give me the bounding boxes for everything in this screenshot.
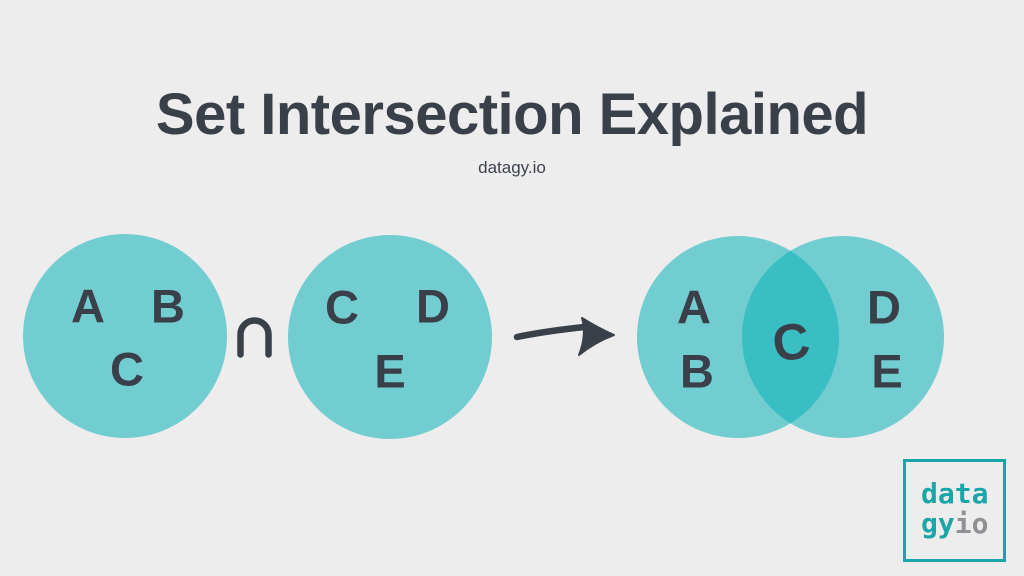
venn-left-element: B (680, 344, 714, 398)
intersection-operator-icon (237, 317, 272, 358)
logo-line1: data (921, 477, 989, 510)
venn-left-element: A (677, 280, 711, 334)
set-a-circle (23, 234, 227, 438)
set-a-element: A (71, 279, 105, 333)
venn-right-circle (742, 236, 944, 438)
arrow-right-icon (513, 317, 615, 356)
site-credit: datagy.io (478, 158, 546, 177)
page-title: Set Intersection Explained (155, 82, 869, 147)
venn-right-element: E (871, 344, 903, 398)
set-b-element: C (325, 280, 359, 334)
logo-line2-muted: io (954, 507, 989, 540)
logo-line2-accent: gy (921, 507, 955, 540)
venn-intersection-element: C (768, 311, 814, 373)
set-b-element: D (416, 279, 450, 333)
set-a-element: C (110, 342, 144, 396)
set-b-element: E (374, 344, 406, 398)
datagy-logo-text: data gyio (921, 479, 988, 539)
venn-right-element: D (867, 280, 901, 334)
set-a-element: B (151, 279, 185, 333)
set-b-circle (288, 235, 492, 439)
datagy-logo: data gyio (903, 459, 1006, 562)
